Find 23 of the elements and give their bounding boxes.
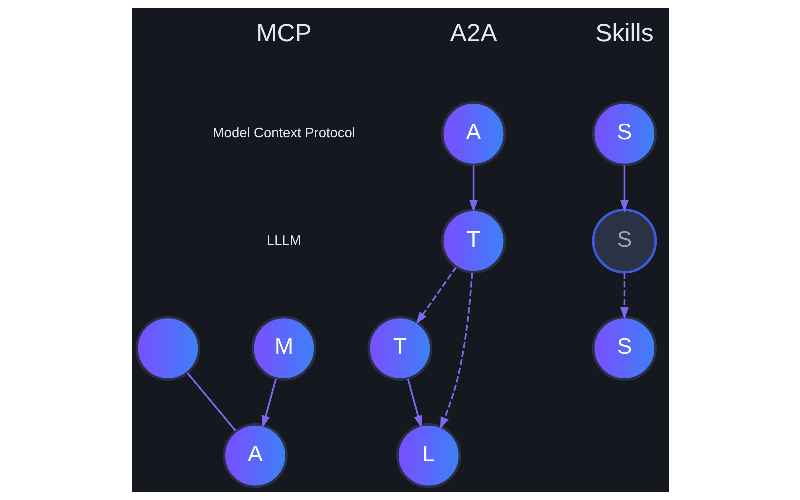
node-circle: S [592, 208, 657, 274]
node-circle: A [222, 423, 288, 488]
arrow [261, 378, 277, 428]
node-circle: L [396, 423, 461, 488]
label: Model Context Protocol [212, 125, 355, 140]
node-circle: S [592, 316, 657, 381]
node-circle [135, 316, 200, 381]
node-circle: T [440, 208, 506, 274]
label: LLLM [266, 232, 301, 248]
arrow [469, 166, 478, 212]
label: MCP [256, 20, 312, 48]
node-circle: M [251, 316, 316, 381]
node-circle: S [592, 102, 657, 166]
connector [186, 372, 236, 432]
arrow [620, 272, 628, 320]
node-circle: A [440, 102, 506, 166]
arrow [416, 266, 457, 324]
node-circle: T [367, 316, 432, 381]
arrow [440, 272, 473, 430]
label: Skills [595, 20, 654, 48]
arrow [620, 166, 628, 212]
arrow [406, 378, 422, 428]
label: A2A [450, 20, 497, 48]
